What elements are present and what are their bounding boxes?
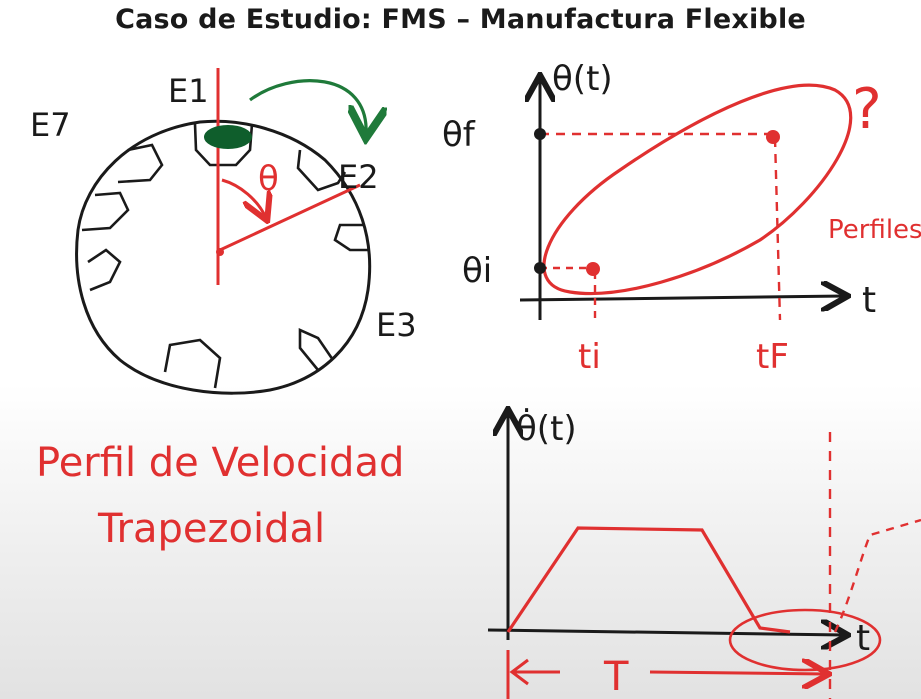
- station-label-e3: E3: [376, 306, 417, 344]
- profiles-region: [542, 83, 853, 296]
- position-x-axis: [519, 296, 845, 300]
- wheel-center: [216, 248, 224, 256]
- position-plot: θ(t) t θf θi ti tF ? Perfiles: [442, 59, 921, 377]
- wheel-diagram: E1 E2 E3 E7 θ: [30, 68, 417, 395]
- rotation-arrow: [249, 79, 366, 135]
- velocity-profile-note: Perfil de Velocidad Trapezoidal: [36, 440, 404, 552]
- t-f-label: tF: [756, 337, 789, 377]
- final-point: [766, 130, 780, 144]
- position-y-label: θ(t): [552, 59, 613, 99]
- station-label-e7: E7: [30, 106, 71, 144]
- note-line-2: Trapezoidal: [97, 506, 325, 552]
- wheel-outline: [75, 119, 372, 395]
- theta-i-axis-point: [534, 262, 546, 274]
- question-mark: ?: [852, 77, 882, 142]
- trapezoid-profile: [506, 526, 791, 634]
- angle-label: θ: [258, 159, 279, 199]
- theta-f-label: θf: [442, 115, 476, 155]
- rotated-radius: [219, 183, 361, 252]
- profiles-note: Perfiles: [828, 215, 921, 245]
- position-x-label: t: [862, 280, 876, 321]
- velocity-plot: T θ̇(t) t: [487, 408, 921, 699]
- wheel-pockets: [81, 123, 368, 389]
- station-label-e2: E2: [338, 158, 379, 196]
- t-f-guide: [773, 137, 782, 321]
- note-line-1: Perfil de Velocidad: [36, 440, 404, 486]
- t-i-label: ti: [578, 337, 601, 377]
- velocity-y-label: θ̇(t): [516, 408, 577, 449]
- slide-title: Caso de Estudio: FMS – Manufactura Flexi…: [115, 4, 806, 35]
- velocity-x-axis: [487, 630, 845, 635]
- velocity-x-label: t: [856, 618, 870, 659]
- theta-f-axis-point: [534, 128, 546, 140]
- period-label: T: [603, 654, 629, 699]
- period-arrow-left-head: [509, 658, 529, 686]
- station-label-e1: E1: [168, 72, 209, 110]
- theta-i-label: θi: [462, 251, 492, 291]
- angle-arc: [221, 178, 266, 218]
- initial-point: [586, 262, 600, 276]
- period-arrow-right: [649, 672, 826, 674]
- part-blob: [204, 125, 252, 149]
